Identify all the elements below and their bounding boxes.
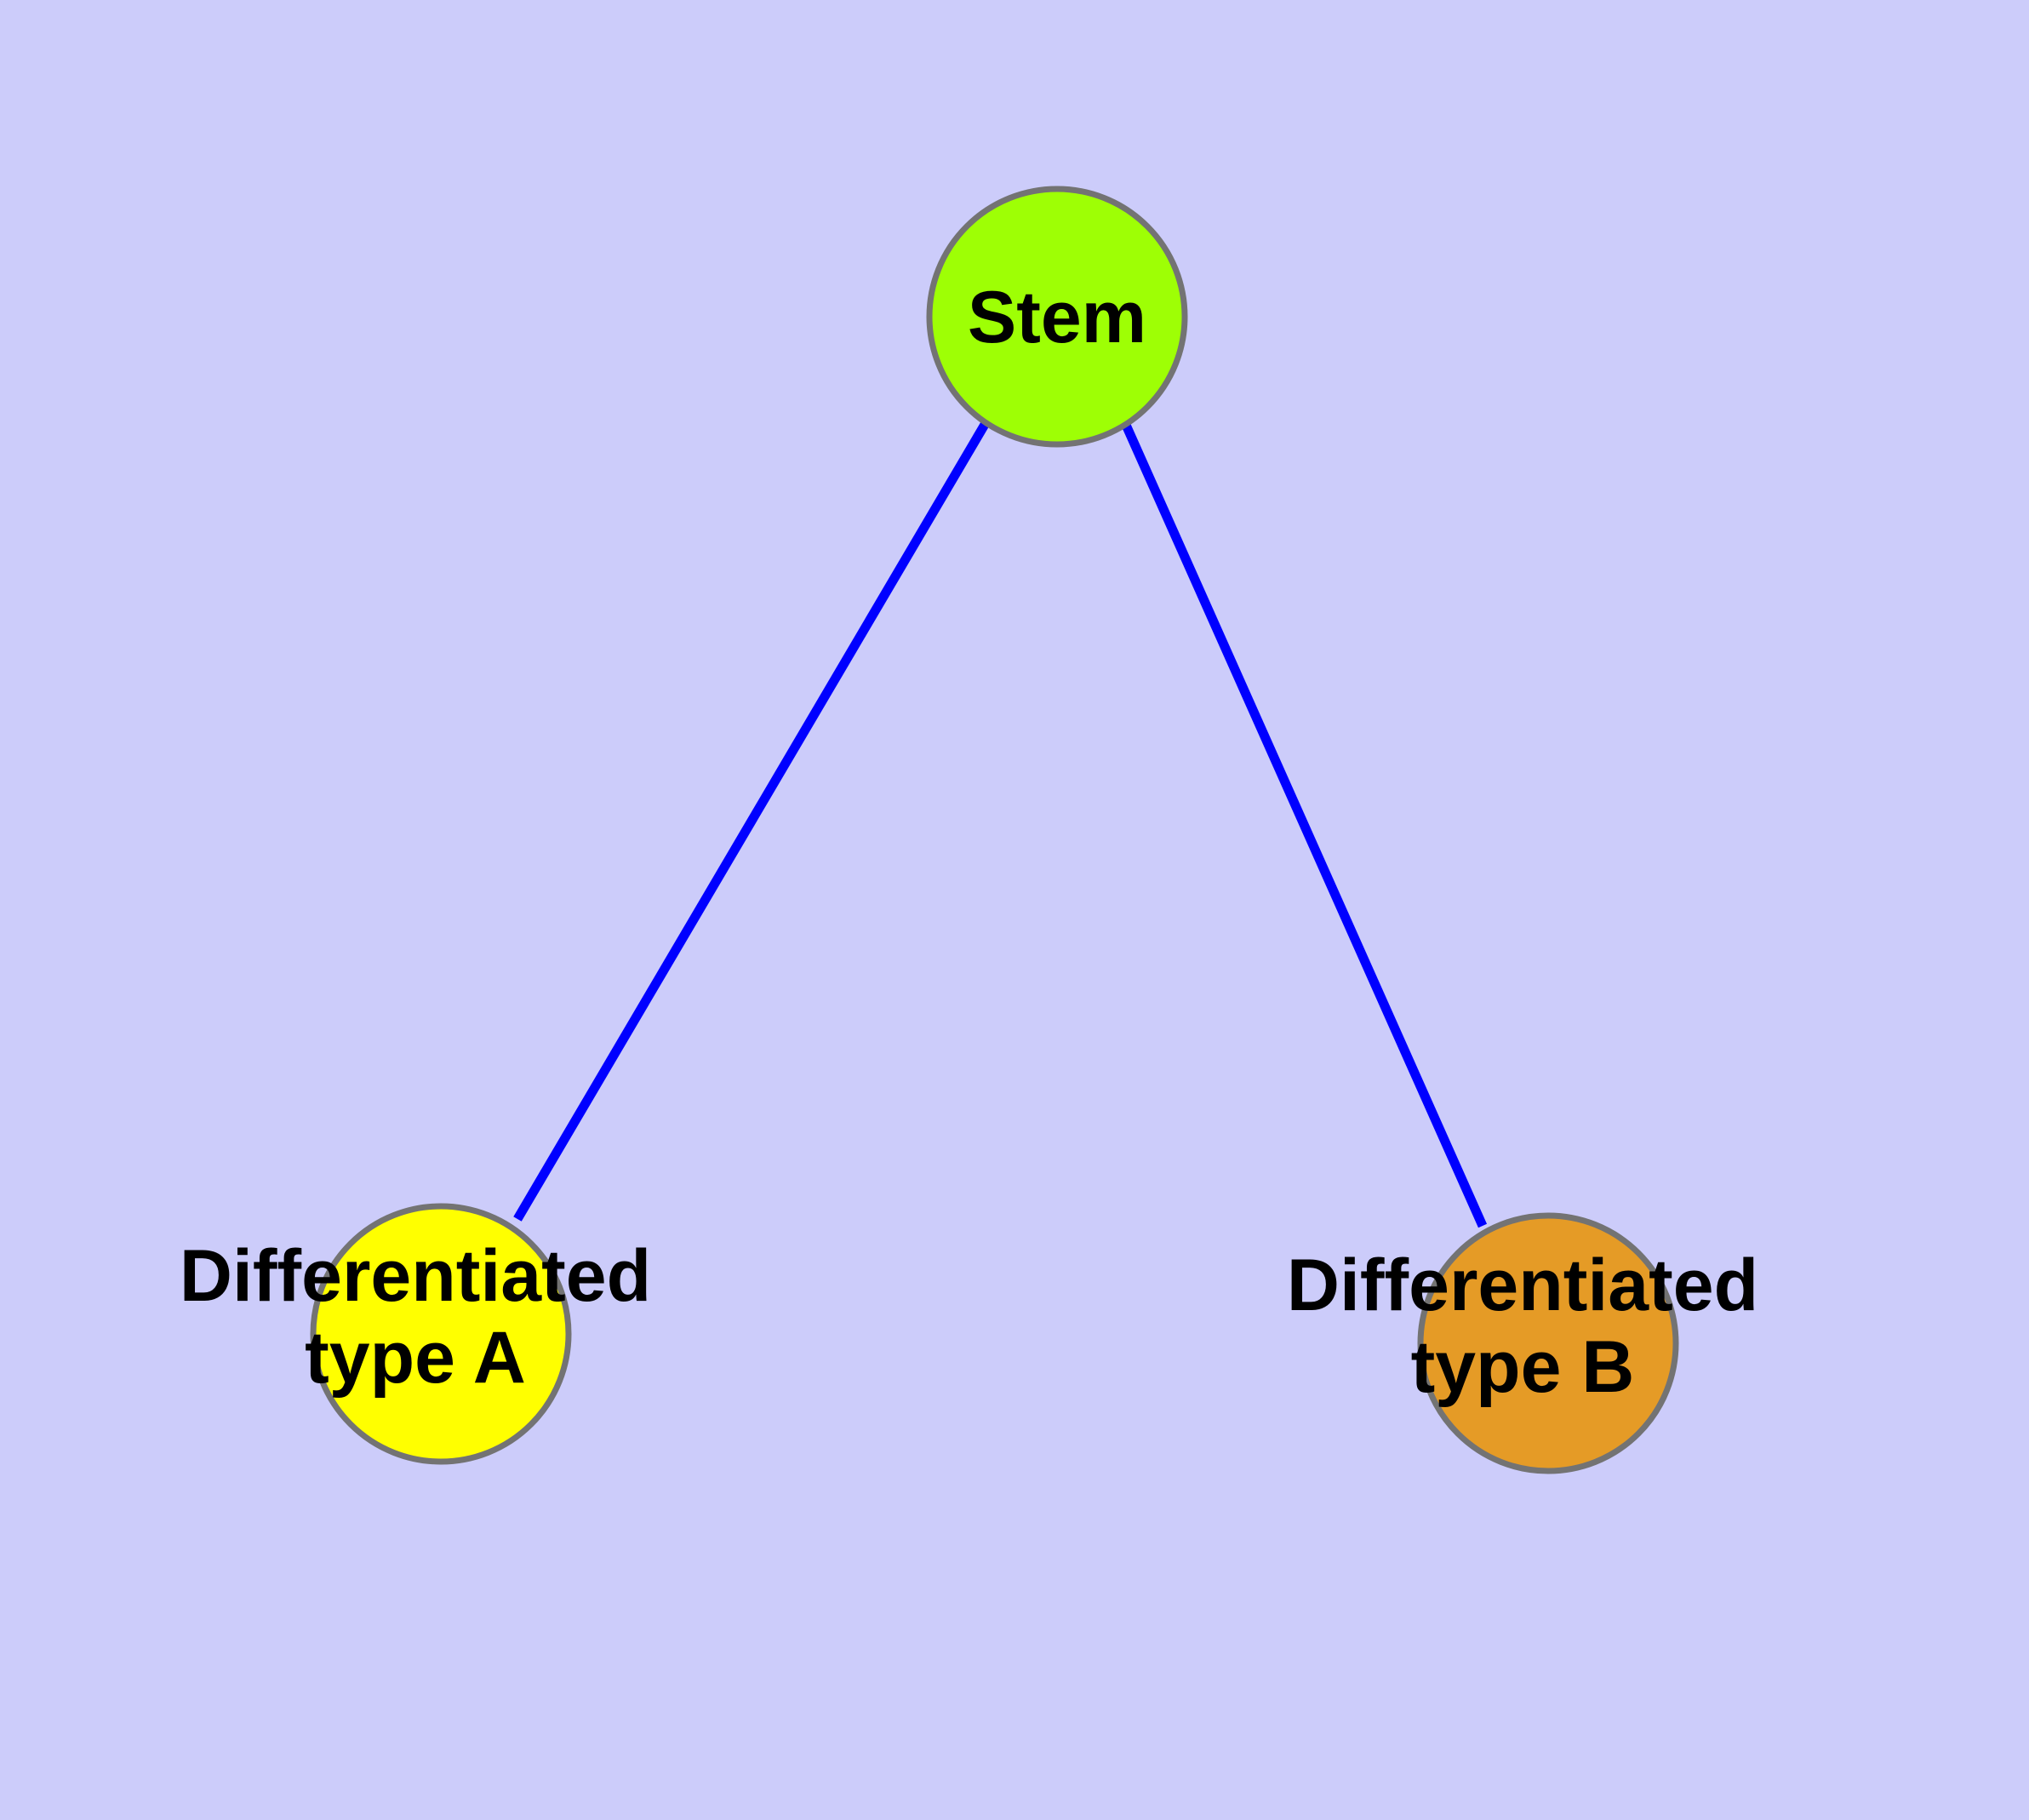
node-diff_b[interactable] bbox=[1417, 1212, 1679, 1474]
node-stem[interactable] bbox=[926, 186, 1188, 448]
node-label-line: Differentiated bbox=[1287, 1245, 1758, 1326]
node-label-line: Differentiated bbox=[180, 1235, 651, 1317]
node-diff_a[interactable] bbox=[310, 1203, 572, 1465]
node-label-line: type A bbox=[305, 1317, 526, 1399]
edge-stem-b bbox=[1120, 421, 1488, 1228]
node-label-line: Stem bbox=[968, 277, 1146, 358]
edge-stem-a bbox=[513, 421, 990, 1222]
nodes-group bbox=[310, 186, 1679, 1474]
node-label-stem: Stem bbox=[968, 277, 1146, 358]
node-label-line: type B bbox=[1411, 1326, 1635, 1408]
edges-group bbox=[513, 421, 1488, 1228]
